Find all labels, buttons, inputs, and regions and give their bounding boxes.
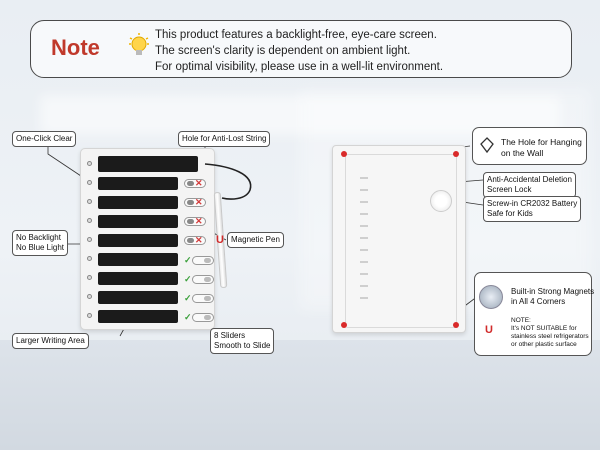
callout-text: Anti-Accidental Deletion bbox=[487, 175, 572, 184]
check-mark-icon: ✓ bbox=[184, 274, 192, 284]
row-screw bbox=[87, 256, 92, 261]
check-mark-icon: ✓ bbox=[184, 255, 192, 265]
note-label: Note bbox=[51, 35, 100, 60]
callout-anti-accidental-deletion: Anti-Accidental Deletion Screen Lock bbox=[483, 172, 576, 198]
drawing-tablet-back bbox=[332, 145, 466, 333]
callout-text: Smooth to Slide bbox=[214, 341, 271, 350]
drawing-tablet-front: ✕ ✕ ✕ ✕ ✓ ✓ ✓ ✓ bbox=[80, 148, 215, 330]
panel-ridge bbox=[360, 237, 368, 239]
panel-ridge bbox=[360, 189, 368, 191]
row-screw bbox=[87, 199, 92, 204]
x-mark-icon: ✕ bbox=[195, 197, 203, 207]
note-line-1: This product features a backlight-free, … bbox=[155, 29, 437, 41]
callout-text: Larger Writing Area bbox=[16, 336, 85, 345]
magnet-closeup bbox=[479, 285, 503, 309]
anti-lost-string bbox=[204, 163, 252, 200]
note-line-3: For optimal visibility, please use in a … bbox=[155, 61, 444, 73]
row-screw bbox=[87, 180, 92, 185]
callout-text: Screw-in CR2032 Battery bbox=[487, 199, 578, 208]
panel-ridge bbox=[360, 261, 368, 263]
writing-slot bbox=[98, 234, 178, 247]
callout-text: 8 Sliders bbox=[214, 331, 246, 340]
x-mark-icon: ✕ bbox=[195, 235, 203, 245]
panel-ridge bbox=[360, 273, 368, 275]
corner-magnet bbox=[453, 151, 459, 157]
magnet-icon: U bbox=[485, 324, 493, 336]
x-mark-icon: ✕ bbox=[195, 216, 203, 226]
writing-slot bbox=[98, 253, 178, 266]
slider-toggle[interactable] bbox=[184, 179, 206, 188]
callout-text: Built-in Strong Magnets bbox=[511, 287, 595, 296]
panel-ridge bbox=[360, 297, 368, 299]
callout-battery: Screw-in CR2032 Battery Safe for Kids bbox=[483, 196, 582, 222]
slider-toggle[interactable] bbox=[192, 294, 214, 303]
corner-magnet bbox=[341, 322, 347, 328]
callout-text: Hole for Anti-Lost String bbox=[182, 134, 267, 143]
back-panel-recess bbox=[345, 154, 457, 328]
callout-strong-magnets: Built-in Strong Magnets in All 4 Corners… bbox=[474, 272, 595, 356]
writing-slot bbox=[98, 310, 178, 323]
callout-anti-lost-hole: Hole for Anti-Lost String bbox=[178, 131, 271, 147]
panel-ridge bbox=[360, 225, 368, 227]
writing-slot bbox=[98, 272, 178, 285]
battery-compartment bbox=[430, 190, 452, 212]
callout-magnetic-pen: Magnetic Pen bbox=[227, 232, 284, 248]
panel-ridge bbox=[360, 249, 368, 251]
row-screw bbox=[87, 275, 92, 280]
slider-toggle[interactable] bbox=[192, 275, 214, 284]
note-line-2: The screen's clarity is dependent on amb… bbox=[155, 45, 411, 57]
row-screw bbox=[87, 218, 92, 223]
row-screw bbox=[87, 294, 92, 299]
writing-slot bbox=[98, 291, 178, 304]
callout-text: NOTE: bbox=[511, 317, 531, 324]
row-screw bbox=[87, 237, 92, 242]
callout-text: stainless steel refrigerators bbox=[511, 333, 589, 340]
callout-text: It's NOT SUITABLE for bbox=[511, 325, 577, 332]
note-banner: Note This product features a backlight-f… bbox=[30, 20, 572, 78]
callout-text: Screen Lock bbox=[487, 185, 532, 194]
lightbulb-icon bbox=[129, 33, 149, 55]
callout-text: One-Click Clear bbox=[16, 134, 73, 143]
slider-toggle[interactable] bbox=[192, 313, 214, 322]
callout-larger-writing-area: Larger Writing Area bbox=[12, 333, 89, 349]
slider-toggle[interactable] bbox=[184, 236, 206, 245]
callout-sliders: 8 Sliders Smooth to Slide bbox=[210, 328, 275, 354]
writing-slot bbox=[98, 177, 178, 190]
magnet-icon: U bbox=[216, 234, 224, 246]
callout-hanging-hole: The Hole for Hanging on the Wall bbox=[472, 127, 587, 165]
callout-one-click-clear: One-Click Clear bbox=[12, 131, 77, 147]
slider-toggle[interactable] bbox=[184, 217, 206, 226]
callout-text: No Backlight bbox=[16, 233, 61, 242]
writing-slot-top bbox=[98, 156, 198, 172]
callout-text: Magnetic Pen bbox=[231, 235, 280, 244]
x-mark-icon: ✕ bbox=[195, 178, 203, 188]
panel-ridge bbox=[360, 213, 368, 215]
clear-button-screw bbox=[87, 161, 92, 166]
corner-magnet bbox=[341, 151, 347, 157]
writing-slot bbox=[98, 215, 178, 228]
slider-toggle[interactable] bbox=[192, 256, 214, 265]
row-screw bbox=[87, 313, 92, 318]
panel-ridge bbox=[360, 177, 368, 179]
callout-text: The Hole for Hanging bbox=[501, 137, 582, 147]
callout-text: No Blue Light bbox=[16, 243, 65, 252]
hanging-hole-icon bbox=[480, 137, 494, 154]
callout-text: on the Wall bbox=[501, 148, 544, 158]
check-mark-icon: ✓ bbox=[184, 293, 192, 303]
panel-ridge bbox=[360, 201, 368, 203]
note-text: This product features a backlight-free, … bbox=[155, 27, 443, 75]
panel-ridge bbox=[360, 285, 368, 287]
callout-text: Safe for Kids bbox=[487, 209, 533, 218]
callout-no-backlight: No Backlight No Blue Light bbox=[12, 230, 69, 256]
callout-text: in All 4 Corners bbox=[511, 297, 566, 306]
corner-magnet bbox=[453, 322, 459, 328]
check-mark-icon: ✓ bbox=[184, 312, 192, 322]
slider-toggle[interactable] bbox=[184, 198, 206, 207]
writing-slot bbox=[98, 196, 178, 209]
floor-surface bbox=[0, 340, 600, 450]
callout-text: or other plastic surface bbox=[511, 341, 577, 348]
